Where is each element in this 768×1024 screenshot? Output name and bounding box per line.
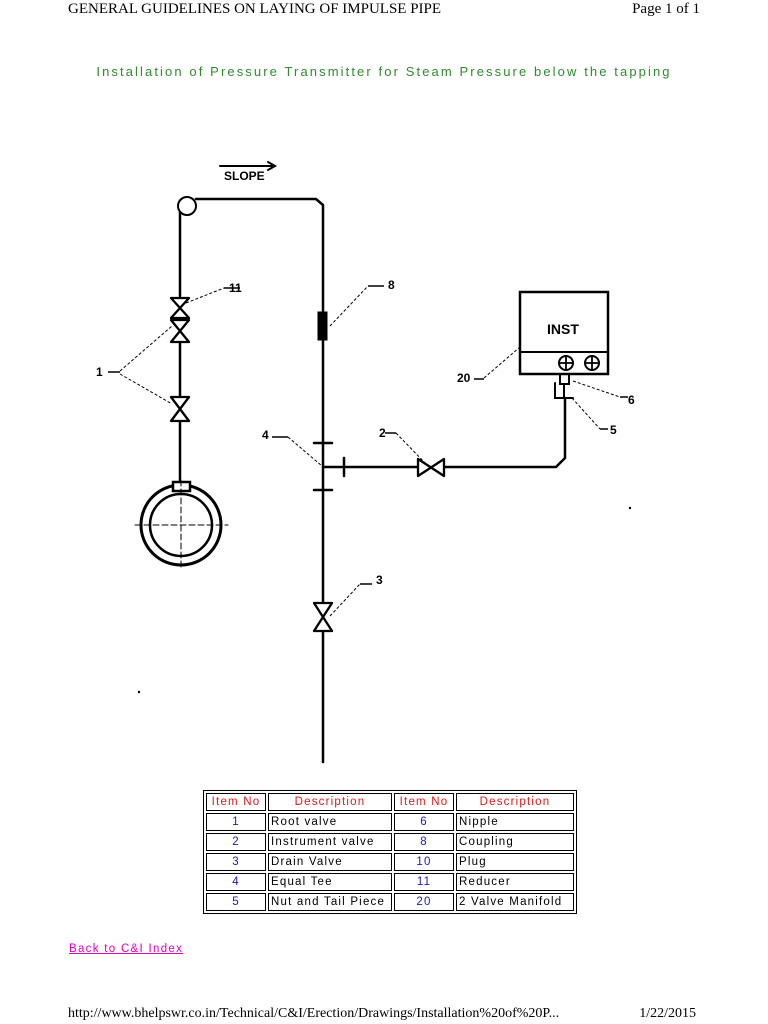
leader-1b [119,373,173,405]
description-cell: Coupling [456,833,574,851]
top-horizontal-line [194,197,325,314]
callout-5: 5 [610,423,617,437]
callout-8: 8 [388,278,395,292]
callout-1: 1 [96,365,103,379]
callout-6: 6 [628,393,635,407]
table-row: 3 Drain Valve 10 Plug [206,853,574,871]
leader-11 [185,287,225,304]
drawing-title: Installation of Pressure Transmitter for… [96,64,672,79]
item-no-cell: 4 [206,873,266,891]
table-row: 1 Root valve 6 Nipple [206,813,574,831]
back-to-index-link[interactable]: Back to C&I Index [69,943,184,955]
leader-1a [119,325,173,372]
drain-valve-3 [312,601,334,633]
item-no-cell: 20 [394,893,454,911]
description-cell: Drain Valve [268,853,392,871]
parts-table: Item No Description Item No Description … [203,790,577,914]
leader-3 [329,583,361,617]
leader-6 [572,380,621,398]
description-cell: Equal Tee [268,873,392,891]
description-cell: Plug [456,853,574,871]
description-cell: Root valve [268,813,392,831]
slope-label: SLOPE [224,169,265,183]
callout-3: 3 [376,573,383,587]
table-row: 2 Instrument valve 8 Coupling [206,833,574,851]
instrument-box [518,290,610,376]
item-no-cell: 6 [394,813,454,831]
page-indicator: Page 1 of 1 [632,1,700,17]
document-title: GENERAL GUIDELINES ON LAYING OF IMPULSE … [68,1,442,17]
instrument-valve-2 [416,457,446,478]
callout-20: 20 [457,371,471,385]
coupling [317,311,328,341]
callout-4: 4 [262,428,269,442]
table-row: 5 Nut and Tail Piece 20 2 Valve Manifold [206,893,574,911]
reducer-valve-11 [169,296,191,320]
col-description: Description [268,793,392,811]
item-no-cell: 8 [394,833,454,851]
col-item-no-2: Item No [394,793,454,811]
branch-line-right [442,396,567,469]
leader-2 [395,432,429,467]
item-no-cell: 1 [206,813,266,831]
callout-2: 2 [379,426,386,440]
nipple-connection [554,382,574,399]
footer-date: 1/22/2015 [639,1006,696,1021]
description-cell: Nut and Tail Piece [268,893,392,911]
description-cell: 2 Valve Manifold [456,893,574,911]
description-cell: Reducer [456,873,574,891]
root-valve-upper [169,318,191,344]
item-no-cell: 11 [394,873,454,891]
inst-label: INST [547,321,579,337]
leader-5 [571,397,601,430]
footer-url: http://www.bhelpswr.co.in/Technical/C&I/… [68,1006,560,1021]
nipple [559,373,570,385]
description-cell: Instrument valve [268,833,392,851]
loop-circle [177,196,197,216]
item-no-cell: 3 [206,853,266,871]
item-no-cell: 5 [206,893,266,911]
leader-8 [329,285,369,327]
leader-20 [483,346,521,379]
item-no-cell: 10 [394,853,454,871]
item-no-cell: 2 [206,833,266,851]
callout-11: 11 [229,281,242,295]
root-valve-lower [169,395,191,423]
col-description-2: Description [456,793,574,811]
table-row: 4 Equal Tee 11 Reducer [206,873,574,891]
col-item-no: Item No [206,793,266,811]
description-cell: Nipple [456,813,574,831]
table-header-row: Item No Description Item No Description [206,793,574,811]
leader-4 [287,436,323,467]
